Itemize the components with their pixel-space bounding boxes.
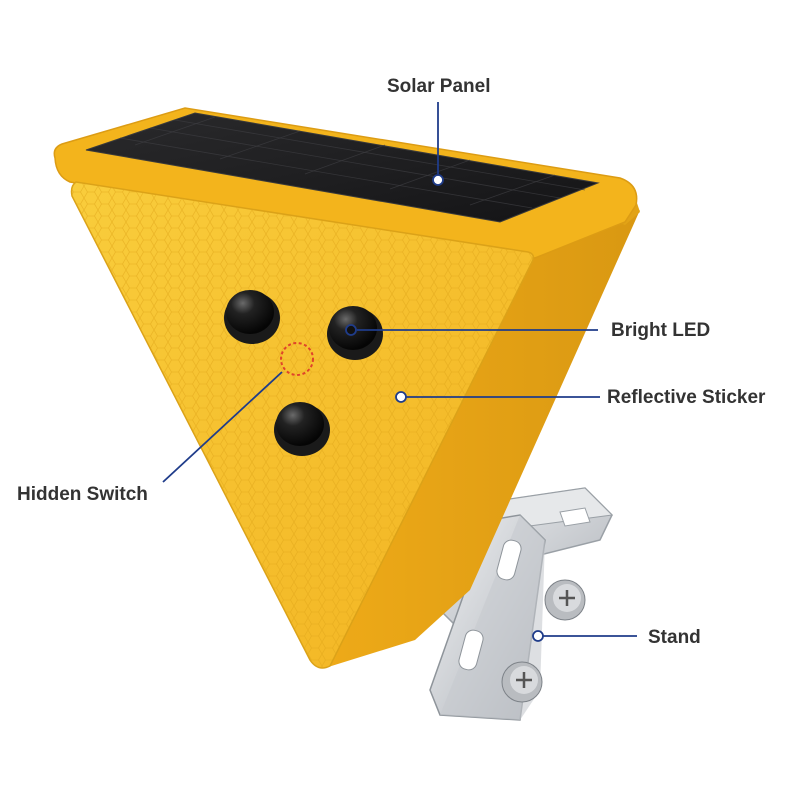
solar-panel xyxy=(85,112,600,223)
leader-dots xyxy=(345,174,544,642)
hidden-switch-marker xyxy=(280,342,314,376)
label-reflective-sticker: Reflective Sticker xyxy=(607,387,766,408)
label-solar-panel: Solar Panel xyxy=(387,76,491,97)
leader-hidden-switch xyxy=(162,371,283,483)
led-bottom xyxy=(274,402,330,456)
stand-screw-top xyxy=(544,579,586,621)
stand-screw-bottom xyxy=(501,661,543,703)
leader-lines xyxy=(162,102,637,637)
body-side-face xyxy=(325,210,640,668)
stand-bracket xyxy=(419,487,614,721)
label-hidden-switch: Hidden Switch xyxy=(17,484,148,505)
led-top-left xyxy=(224,290,280,344)
label-bright-led: Bright LED xyxy=(611,320,711,341)
label-stand: Stand xyxy=(648,627,701,648)
